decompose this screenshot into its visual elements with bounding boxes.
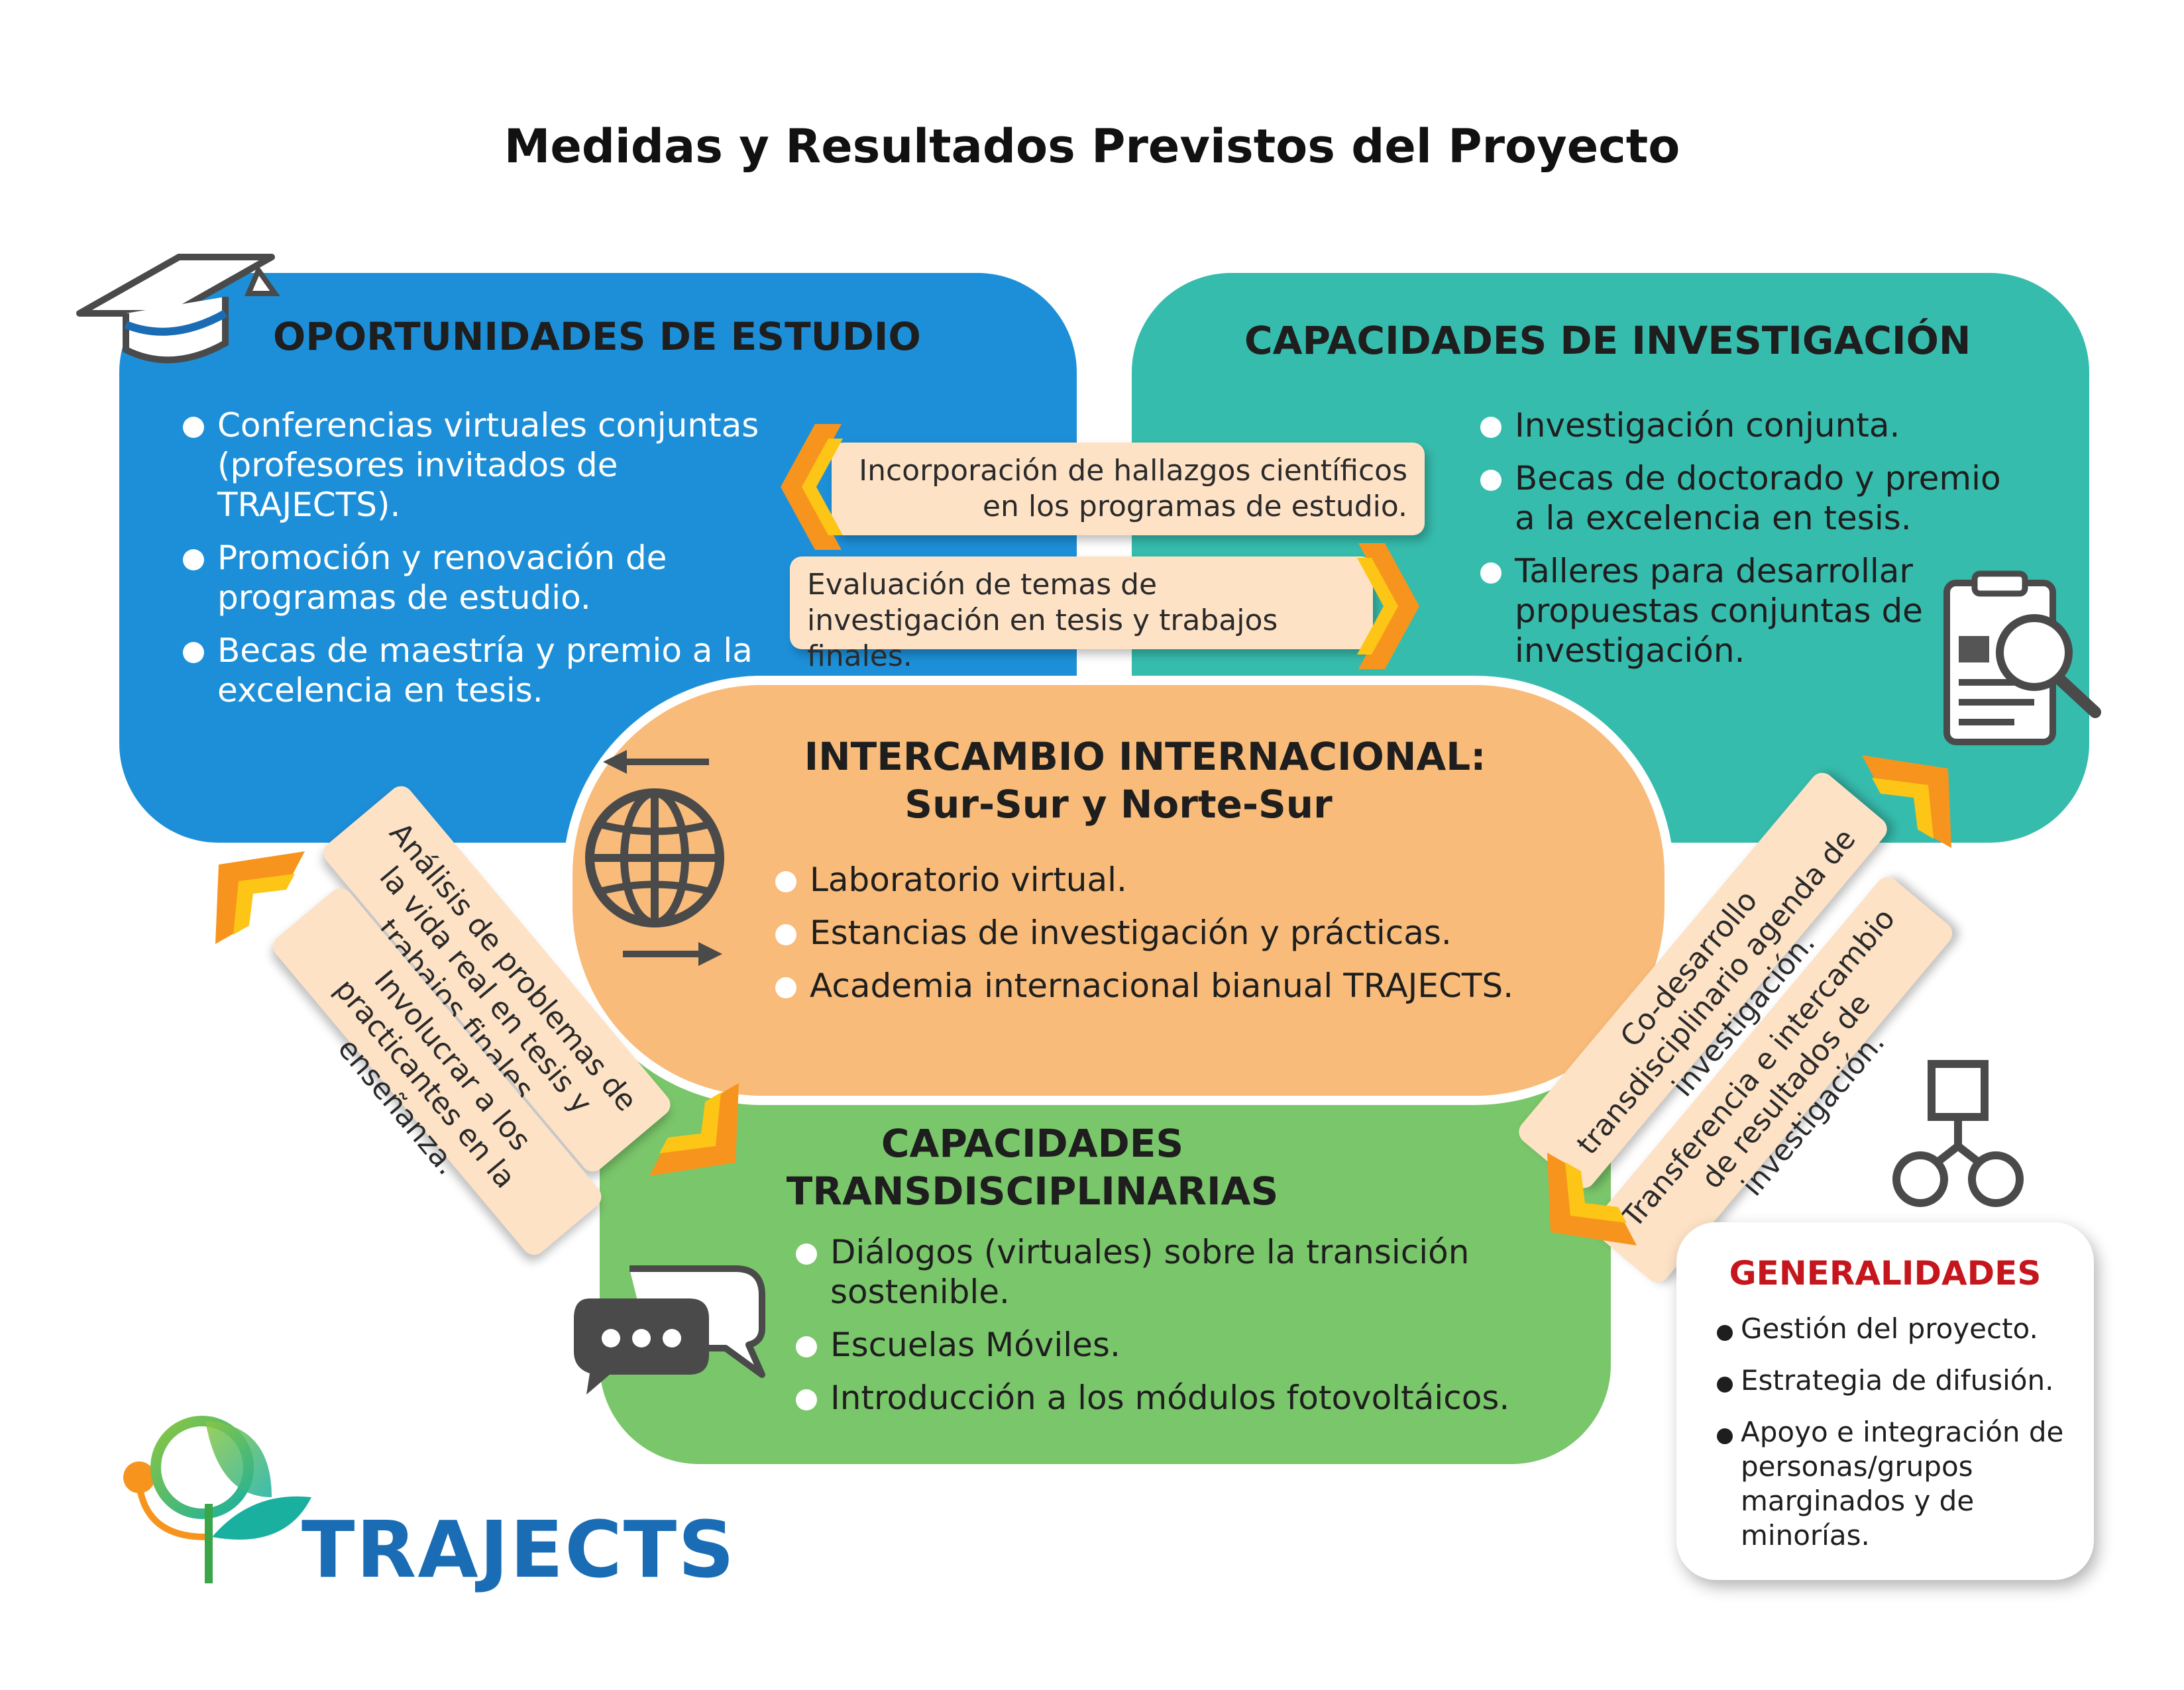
trajects-logo-text: TRAJECTS: [301, 1504, 736, 1595]
transdisciplinarias-title-line2: TRANSDISCIPLINARIAS: [786, 1169, 1279, 1214]
list-item: Becas de maestría y premio a la excelenc…: [179, 631, 789, 710]
transdisciplinarias-list: Diálogos (virtuales) sobre la transición…: [792, 1232, 1560, 1431]
chevron-arrow-icon: [1547, 1153, 1637, 1245]
generalidades-panel: GENERALIDADES Gestión del proyecto. Estr…: [1676, 1222, 2094, 1580]
investigacion-list: Investigación conjunta. Becas de doctora…: [1476, 405, 2020, 684]
list-item: Talleres para desarrollar propuestas con…: [1476, 551, 2020, 670]
chevron-arrow-icon: [649, 1083, 739, 1176]
estudio-list: Conferencias virtuales conjuntas (profes…: [179, 405, 789, 723]
chevron-arrow-icon: [781, 424, 843, 550]
generalidades-list: Gestión del proyecto. Estrategia de difu…: [1713, 1312, 2084, 1570]
list-item: Promoción y renovación de programas de e…: [179, 538, 789, 617]
list-item: Introducción a los módulos fotovoltáicos…: [792, 1378, 1560, 1418]
chat-bubbles-icon: [574, 1265, 765, 1395]
investigacion-title: CAPACIDADES DE INVESTIGACIÓN: [1244, 318, 1971, 363]
transdisciplinarias-title-line1: CAPACIDADES: [881, 1121, 1184, 1166]
globe-icon: [585, 788, 724, 927]
list-item: Conferencias virtuales conjuntas (profes…: [179, 405, 789, 525]
list-item: Academia internacional bianual TRAJECTS.: [771, 966, 1633, 1006]
hierarchy-icon: [1892, 1060, 2024, 1207]
page-title: Medidas y Resultados Previstos del Proye…: [504, 119, 1680, 174]
intercambio-title: INTERCAMBIO INTERNACIONAL:: [804, 734, 1486, 779]
flow-evaluacion-text: Evaluación de temas de investigación en …: [807, 568, 1278, 673]
transdisciplinarias-title: CAPACIDADES TRANSDISCIPLINARIAS: [600, 1120, 1611, 1215]
graduation-cap-icon: [76, 254, 280, 364]
list-item: Laboratorio virtual.: [771, 860, 1633, 900]
chevron-arrow-icon: [215, 851, 305, 944]
chevron-arrow-icon: [1862, 755, 1951, 848]
clipboard-search-icon: [1943, 570, 2101, 745]
list-item: Escuelas Móviles.: [792, 1325, 1560, 1365]
transdisciplinarias-panel: CAPACIDADES TRANSDISCIPLINARIAS Diálogos…: [600, 1040, 1611, 1464]
list-item: Estrategia de difusión.: [1713, 1363, 2084, 1398]
list-item: Becas de doctorado y premio a la excelen…: [1476, 458, 2020, 538]
list-item: Estancias de investigación y prácticas.: [771, 913, 1633, 953]
flow-note-evaluacion: Evaluación de temas de investigación en …: [790, 556, 1373, 673]
intercambio-title-group: INTERCAMBIO INTERNACIONAL: Sur-Sur y Nor…: [573, 733, 1665, 828]
estudio-title: OPORTUNIDADES DE ESTUDIO: [273, 314, 921, 359]
flow-hallazgos-text: Incorporación de hallazgos científicos e…: [859, 454, 1407, 523]
list-item: Gestión del proyecto.: [1713, 1312, 2084, 1346]
list-item: Apoyo e integración de personas/grupos m…: [1713, 1415, 2084, 1553]
exchange-arrows-icon: [603, 750, 722, 966]
intercambio-subtitle: Sur-Sur y Norte-Sur: [904, 782, 1333, 827]
chevron-arrow-icon: [1357, 543, 1419, 669]
list-item: Diálogos (virtuales) sobre la transición…: [792, 1232, 1560, 1312]
intercambio-list: Laboratorio virtual. Estancias de invest…: [771, 860, 1633, 1019]
flow-note-hallazgos: Incorporación de hallazgos científicos e…: [832, 443, 1425, 535]
trajects-leaf-logo: [123, 1416, 311, 1583]
list-item: Investigación conjunta.: [1476, 405, 2020, 445]
generalidades-title: GENERALIDADES: [1729, 1254, 2042, 1293]
intercambio-panel: INTERCAMBIO INTERNACIONAL: Sur-Sur y Nor…: [563, 676, 1674, 1105]
